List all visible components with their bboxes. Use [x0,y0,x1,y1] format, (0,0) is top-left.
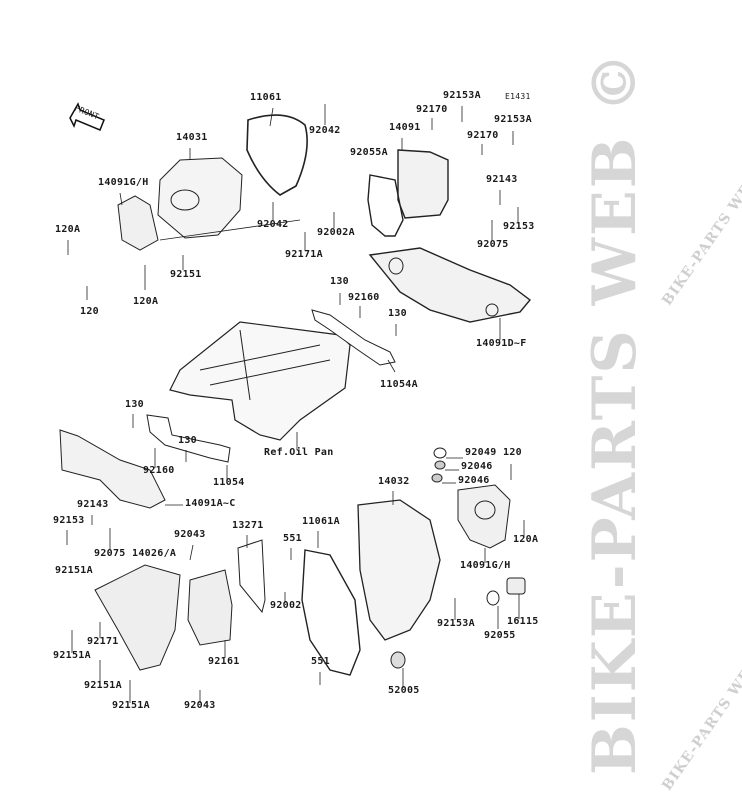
part-92161 [187,569,233,646]
cover-14091df [368,247,532,323]
part-number-label[interactable]: 14026/A [132,548,177,559]
gasket-92055a [367,174,404,237]
guard-14091gh-right [457,484,511,549]
part-number-label[interactable]: 130 [178,435,197,446]
part-number-label[interactable]: 92075 [94,548,126,559]
part-number-label[interactable]: 11054 [213,477,245,488]
part-number-label[interactable]: 551 [283,533,302,544]
part-number-label[interactable]: 92171A [285,249,323,260]
guard-14091gh [117,195,159,251]
cover-14031 [157,157,243,239]
part-number-label[interactable]: 92151A [53,650,91,661]
part-number-label[interactable]: 92143 [486,174,518,185]
part-number-label[interactable]: 14032 [378,476,410,487]
part-number-label[interactable]: 92153A [443,90,481,101]
part-number-label[interactable]: 92161 [208,656,240,667]
part-number-label[interactable]: 92160 [143,465,175,476]
part-number-label[interactable]: 120 [80,306,99,317]
part-number-label[interactable]: 11061A [302,516,340,527]
part-number-label[interactable]: 120A [513,534,539,545]
part-number-label[interactable]: 130 [330,276,349,287]
part-number-label[interactable]: 92002 [270,600,302,611]
part-number-label[interactable]: 14091G/H [98,177,149,188]
part-number-label[interactable]: 120 [503,447,522,458]
part-number-label[interactable]: 92002A [317,227,355,238]
part-number-label[interactable]: 14031 [176,132,208,143]
part-number-label[interactable]: 120A [55,224,81,235]
part-number-label[interactable]: 92042 [309,125,341,136]
part-number-label[interactable]: 14091 [389,122,421,133]
oring-92055 [486,590,500,606]
part-number-label[interactable]: Ref.Oil Pan [264,447,334,458]
part-number-label[interactable]: 14091D~F [476,338,527,349]
gasket-11061a [301,549,361,676]
part-number-label[interactable]: 92043 [174,529,206,540]
part-number-label[interactable]: 92049 [465,447,497,458]
part-number-label[interactable]: 92055 [484,630,516,641]
part-number-label[interactable]: 92151 [170,269,202,280]
part-number-label[interactable]: 92153A [437,618,475,629]
part-number-label[interactable]: 11061 [250,92,282,103]
bracket-11054 [146,414,231,463]
part-number-label[interactable]: 551 [311,656,330,667]
part-number-label[interactable]: 14091G/H [460,560,511,571]
part-number-label[interactable]: 92170 [467,130,499,141]
part-number-label[interactable]: 92043 [184,700,216,711]
guard-14091ac [59,429,166,509]
part-number-label[interactable]: 92153A [494,114,532,125]
part-number-label[interactable]: 92075 [477,239,509,250]
plate-13271 [237,539,266,614]
diagram-code: E1431 [505,92,531,101]
part-number-label[interactable]: 16115 [507,616,539,627]
part-number-label[interactable]: 92151A [112,700,150,711]
part-number-label[interactable]: 92042 [257,219,289,230]
part-number-label[interactable]: 92046 [458,475,490,486]
part-number-label[interactable]: 92170 [416,104,448,115]
part-number-label[interactable]: 130 [388,308,407,319]
cap-16115 [506,577,526,595]
cover-14091 [397,149,449,219]
part-number-label[interactable]: 92055A [350,147,388,158]
part-number-label[interactable]: 92171 [87,636,119,647]
part-number-label[interactable]: 120A [133,296,159,307]
oil-pan [169,321,351,441]
seal-52005 [390,651,406,669]
cover-14032 [357,499,441,641]
bracket-11054a [311,309,396,366]
part-number-label[interactable]: 92151A [84,680,122,691]
gasket-11061 [246,114,308,196]
part-number-label[interactable]: 13271 [232,520,264,531]
part-number-label[interactable]: 92151A [55,565,93,576]
part-number-label[interactable]: 92160 [348,292,380,303]
part-number-label[interactable]: 130 [125,399,144,410]
cover-14026 [94,564,181,671]
front-arrow-icon [69,102,105,131]
part-number-label[interactable]: 92153 [503,221,535,232]
part-number-label[interactable]: 11054A [380,379,418,390]
part-number-label[interactable]: 92046 [461,461,493,472]
part-number-label[interactable]: 92143 [77,499,109,510]
part-number-label[interactable]: 14091A~C [185,498,236,509]
part-number-label[interactable]: 52005 [388,685,420,696]
part-number-label[interactable]: 92153 [53,515,85,526]
